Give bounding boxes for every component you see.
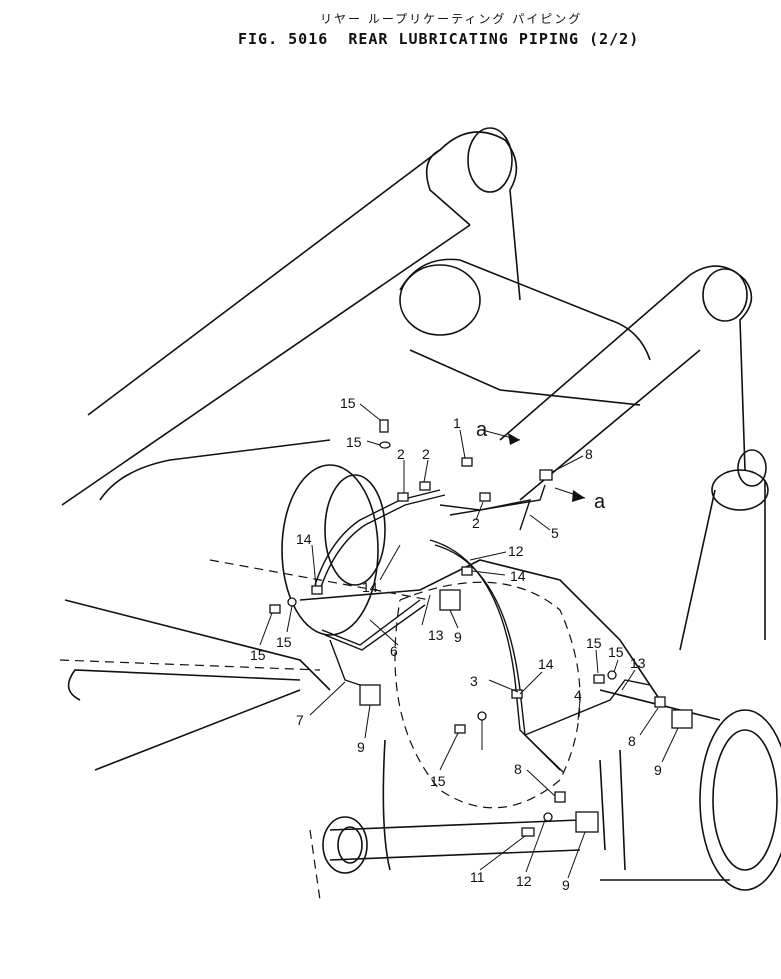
callout-15: 15 [346, 434, 362, 450]
callout-9: 9 [654, 762, 662, 778]
bolt-14 [454, 724, 466, 734]
callout-9: 9 [454, 629, 462, 645]
callout-6: 7 [296, 712, 304, 728]
grease-nipple [461, 457, 473, 467]
washer-15 [287, 597, 297, 607]
callout-13: 14 [362, 579, 378, 595]
washer-15 [607, 670, 617, 680]
callout-8: 8 [514, 761, 522, 777]
callout-2: 2 [472, 515, 480, 531]
callout-1: 1 [453, 415, 461, 431]
bolt-14 [593, 674, 605, 684]
callout-14: 15 [250, 647, 266, 663]
washer-11 [543, 812, 553, 822]
callout-13: 14 [510, 568, 526, 584]
fitting [397, 492, 409, 502]
callout-11: 12 [516, 873, 532, 889]
callout-2: 2 [422, 446, 430, 462]
direction-arrow-a: a [594, 491, 606, 513]
figure-title: FIG. 5016 REAR LUBRICATING PIPING (2/2) [238, 30, 640, 48]
callout-15: 15 [276, 634, 292, 650]
elbow-8 [654, 696, 666, 708]
clamp-13 [311, 585, 323, 595]
callout-10: 11 [470, 869, 485, 885]
callout-12: 12 [508, 543, 524, 559]
bracket-9 [575, 811, 599, 833]
washer-15 [477, 711, 487, 721]
callout-3: 3 [470, 673, 478, 689]
leader-lines [259, 403, 679, 879]
bracket-9 [359, 684, 381, 706]
callout-13: 14 [296, 531, 312, 547]
frame-outline [59, 127, 781, 901]
fitting [419, 481, 431, 491]
elbow-8 [554, 791, 566, 803]
callout-14: 15 [586, 635, 602, 651]
bracket-9 [671, 709, 693, 729]
fitting [479, 492, 491, 502]
bolt-10 [521, 827, 535, 837]
callout-9: 9 [357, 739, 365, 755]
callout-13: 14 [538, 656, 554, 672]
callout-labels: 15 15 1 2 2 2 8 5 12 14 14 14 13 9 6 15 … [250, 395, 662, 893]
callout-15: 15 [608, 644, 624, 660]
clamp-13 [461, 566, 473, 576]
washer-15 [379, 441, 391, 449]
figure-title-japanese: リヤー ループリケーティング パイピング [320, 12, 583, 26]
callout-14: 15 [340, 395, 356, 411]
callout-14: 15 [430, 773, 446, 789]
elbow-fitting [539, 469, 553, 481]
clamp-13 [511, 689, 523, 699]
callout-12: 13 [630, 655, 646, 671]
callout-5: 5 [551, 525, 559, 541]
callout-8: 8 [628, 733, 636, 749]
callout-4: 4 [574, 687, 582, 703]
bracket-9 [439, 589, 461, 611]
lube-piping [269, 419, 693, 837]
bolt-14 [379, 419, 389, 433]
callout-2: 2 [397, 446, 405, 462]
callout-8: 8 [585, 446, 593, 462]
bolt-14 [269, 604, 281, 614]
callout-7: 6 [390, 643, 398, 659]
direction-arrow-a: a [476, 419, 488, 441]
callout-9: 9 [562, 877, 570, 893]
callout-12: 13 [428, 627, 444, 643]
